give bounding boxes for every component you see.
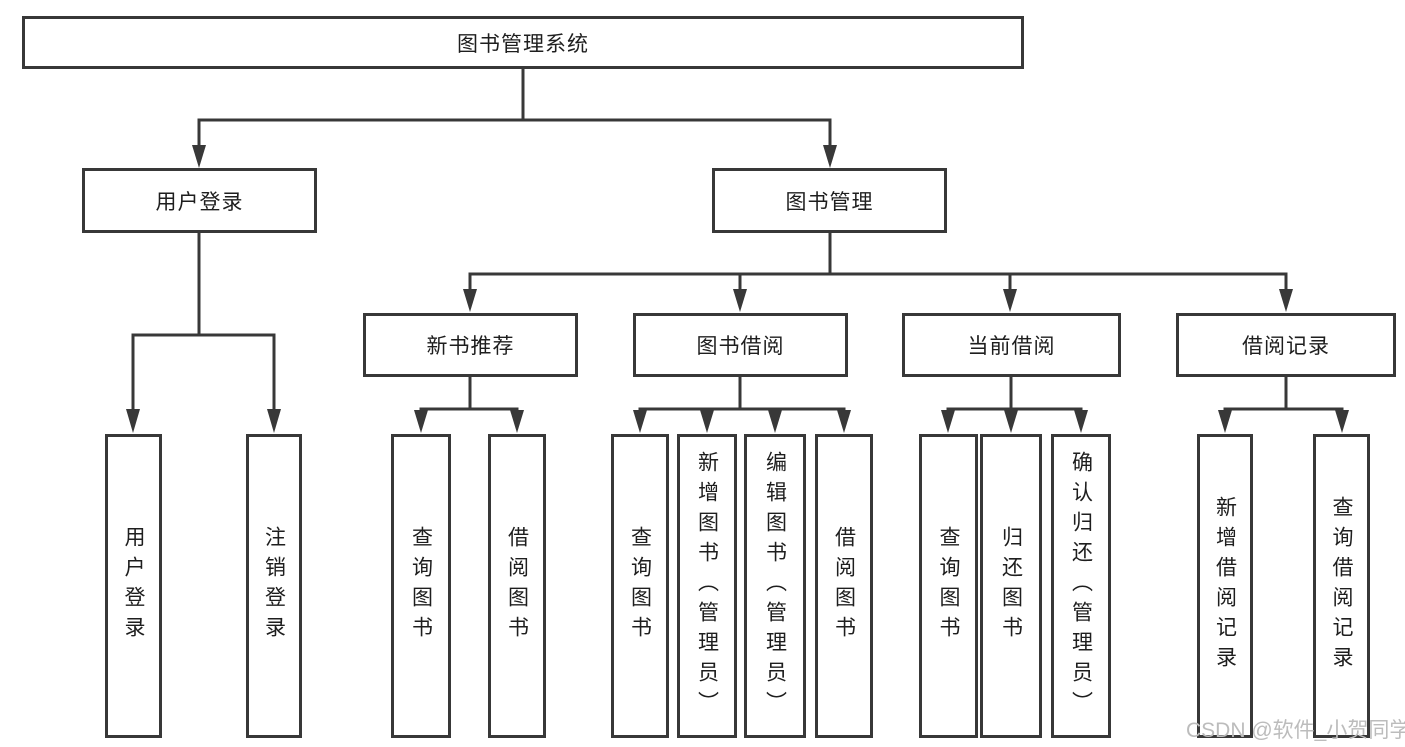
arrowhead: [414, 410, 428, 433]
node-book-management: 图书管理: [712, 168, 947, 233]
leaf-cb-return-books: 归还图书: [980, 434, 1042, 738]
leaf-br-add-record: 新增借阅记录: [1197, 434, 1253, 738]
node-borrow-records: 借阅记录: [1176, 313, 1396, 377]
connector-book-management-children: [463, 233, 1293, 312]
node-label: 归还图书: [999, 526, 1023, 646]
node-label: 用户登录: [122, 526, 145, 646]
arrowhead: [733, 289, 747, 312]
node-label: 借阅图书: [505, 526, 529, 646]
node-label: 图书管理: [785, 190, 874, 214]
connector-book-borrowing-children: [633, 377, 851, 433]
arrowhead: [126, 409, 140, 433]
leaf-nbr-query-books: 查询图书: [391, 434, 451, 738]
node-label: 用户登录: [155, 190, 244, 214]
node-book-borrowing: 图书借阅: [633, 313, 848, 377]
leaf-bb-add-books-admin: 新增图书（管理员）: [677, 434, 737, 738]
node-label: 借阅图书: [832, 526, 856, 646]
node-label: 借阅记录: [1242, 335, 1330, 358]
connector-borrow-records-children: [1218, 377, 1349, 433]
node-label: 查询图书: [409, 526, 433, 646]
arrowhead: [192, 145, 206, 168]
arrowhead: [1074, 410, 1088, 433]
node-user-login: 用户登录: [82, 168, 317, 233]
node-label: 查询图书: [628, 526, 652, 646]
connector-current-borrowing-children: [941, 377, 1088, 433]
node-current-borrowing: 当前借阅: [902, 313, 1121, 377]
arrowhead: [823, 145, 837, 168]
connector-user-login-children: [126, 233, 281, 433]
leaf-br-query-record: 查询借阅记录: [1313, 434, 1370, 738]
leaf-nbr-borrow-books: 借阅图书: [488, 434, 546, 738]
node-label: 查询图书: [937, 526, 960, 646]
node-label: 新增图书（管理员）: [695, 451, 719, 721]
arrowhead: [837, 410, 851, 433]
leaf-cb-confirm-return-admin: 确认归还（管理员）: [1051, 434, 1111, 738]
leaf-user-login: 用户登录: [105, 434, 162, 738]
node-label: 新书推荐: [426, 335, 515, 358]
arrowhead: [1218, 410, 1232, 433]
node-label: 新增借阅记录: [1213, 496, 1237, 676]
node-label: 当前借阅: [967, 335, 1056, 358]
node-new-book-recommend: 新书推荐: [363, 313, 578, 377]
leaf-logout: 注销登录: [246, 434, 302, 738]
node-library-management-system: 图书管理系统: [22, 16, 1024, 69]
arrowhead: [1003, 289, 1017, 312]
arrowhead: [700, 410, 714, 433]
csdn-watermark: CSDN @软件_小贺同学: [1186, 719, 1405, 742]
connector-root-to-level2: [192, 69, 837, 168]
arrowhead: [510, 410, 524, 433]
arrowhead: [941, 410, 955, 433]
node-label: 图书借阅: [696, 335, 785, 358]
arrowhead: [768, 410, 782, 433]
arrowhead: [1335, 410, 1349, 433]
node-label: 确认归还（管理员）: [1069, 451, 1093, 721]
leaf-bb-edit-books-admin: 编辑图书（管理员）: [744, 434, 806, 738]
leaf-bb-borrow-books: 借阅图书: [815, 434, 873, 738]
node-label: 查询借阅记录: [1330, 496, 1353, 676]
connector-new-book-recommend-children: [414, 377, 524, 433]
node-label: 编辑图书（管理员）: [763, 451, 787, 721]
arrowhead: [463, 289, 477, 312]
arrowhead: [633, 410, 647, 433]
leaf-cb-query-books: 查询图书: [919, 434, 978, 738]
node-label: 注销登录: [262, 526, 286, 646]
arrowhead: [1279, 289, 1293, 312]
arrowhead: [1004, 410, 1018, 433]
leaf-bb-query-books: 查询图书: [611, 434, 669, 738]
arrowhead: [267, 409, 281, 433]
node-label: 图书管理系统: [457, 32, 589, 56]
